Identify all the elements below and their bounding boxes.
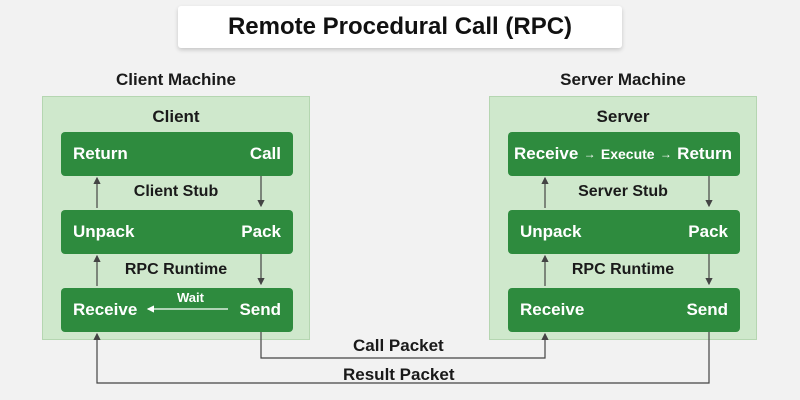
client-return-label: Return (73, 144, 128, 163)
server-receive-label: Receive (520, 300, 585, 319)
server-execute-label: Execute (600, 146, 655, 162)
server-stub-box: Unpack Pack (508, 210, 740, 254)
result-packet-label: Result Packet (343, 365, 455, 384)
client-stub-label: Client Stub (133, 183, 219, 200)
server-app-box: Receive → Execute → Return (508, 132, 740, 176)
server-machine-panel: Server Receive → Execute → Return Server… (489, 96, 757, 340)
client-send-label: Send (239, 300, 281, 319)
arrow-right-icon: → (583, 147, 596, 161)
server-runtime-box: Receive Send (508, 288, 740, 332)
client-stub-box: Unpack Pack (61, 210, 293, 254)
client-runtime-label: RPC Runtime (124, 261, 228, 278)
server-machine-label: Server Machine (560, 70, 686, 89)
client-runtime-box: Receive Send (61, 288, 293, 332)
server-unpack-label: Unpack (520, 222, 582, 241)
client-heading: Client (152, 107, 200, 126)
server-runtime-label: RPC Runtime (571, 261, 675, 278)
client-app-box: Return Call (61, 132, 293, 176)
client-receive-label: Receive (73, 300, 138, 319)
arrow-right-icon: → (659, 147, 672, 161)
server-receive-label: Receive (514, 144, 579, 163)
client-machine-label: Client Machine (116, 70, 236, 89)
client-pack-label: Pack (241, 222, 281, 241)
result-packet-arrow (93, 332, 710, 384)
call-packet-arrow (260, 332, 549, 359)
server-heading: Server (596, 107, 650, 126)
client-machine-panel: Client Return Call Client Stub Unpack Pa… (42, 96, 310, 340)
server-send-label: Send (686, 300, 728, 319)
server-stub-label: Server Stub (578, 183, 668, 200)
call-packet-label: Call Packet (353, 336, 444, 355)
client-call-label: Call (249, 144, 281, 163)
diagram-title: Remote Procedural Call (RPC) (178, 6, 622, 48)
server-return-label: Return (677, 144, 732, 163)
client-unpack-label: Unpack (73, 222, 135, 241)
wait-label: Wait (177, 290, 204, 305)
server-pack-label: Pack (688, 222, 728, 241)
